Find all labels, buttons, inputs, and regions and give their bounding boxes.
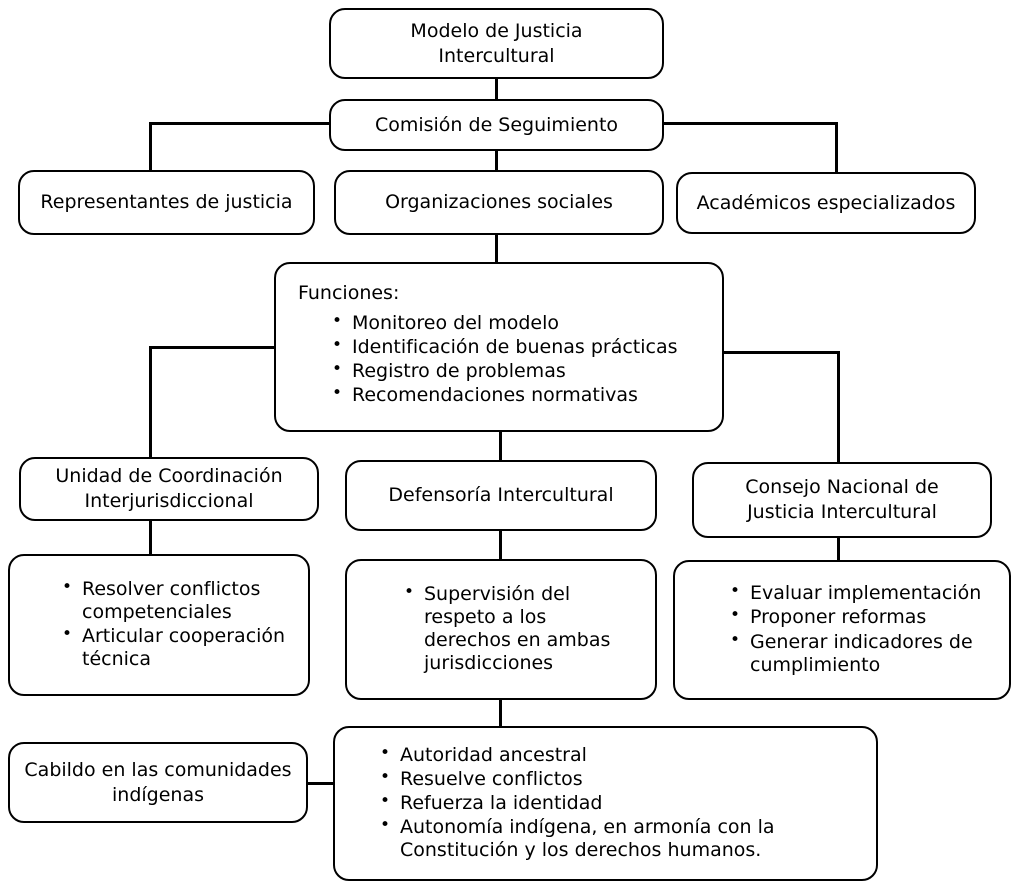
connector-comision-bus-right <box>662 122 838 125</box>
unidad-funciones-list: Resolver conflictos competenciales Artic… <box>62 577 292 673</box>
node-unidad-de-coordinacion-interjurisdiccional[interactable]: Unidad de Coordinación Interjurisdiccion… <box>19 457 319 521</box>
cabildo-funciones-list: Autoridad ancestral Resuelve conflictos … <box>380 743 852 864</box>
node-funciones[interactable]: Funciones: Monitoreo del modelo Identifi… <box>274 262 724 432</box>
consejo-funciones-list: Evaluar implementación Proponer reformas… <box>730 581 993 678</box>
connector-unidad-to-unidad-funciones <box>149 521 152 554</box>
connector-funciones-to-defensoria <box>499 432 502 460</box>
node-defensoria-funciones[interactable]: Supervisión del respeto a los derechos e… <box>345 559 657 700</box>
connector-funciones-to-consejo <box>837 351 840 462</box>
list-item: Supervisión del respeto a los derechos e… <box>404 582 627 676</box>
list-item: Articular cooperación técnica <box>62 624 292 671</box>
list-item: Proponer reformas <box>730 605 993 629</box>
node-comision-de-seguimiento[interactable]: Comisión de Seguimiento <box>329 99 664 151</box>
connector-comision-to-organizaciones <box>495 150 498 172</box>
list-item: Recomendaciones normativas <box>332 383 722 407</box>
node-consejo-funciones[interactable]: Evaluar implementación Proponer reformas… <box>673 560 1011 700</box>
node-academicos-especializados[interactable]: Académicos especializados <box>676 172 976 234</box>
list-item: Resolver conflictos competenciales <box>62 577 292 624</box>
connector-funciones-to-unidad <box>149 346 152 457</box>
connector-cabildo-to-cabildo-funciones <box>306 782 339 785</box>
node-label: Modelo de Justicia Intercultural <box>410 19 583 67</box>
defensoria-funciones-list: Supervisión del respeto a los derechos e… <box>404 582 627 677</box>
connector-organizaciones-to-funciones <box>495 235 498 263</box>
node-representantes-de-justicia[interactable]: Representantes de justicia <box>18 170 315 235</box>
connector-defensoria-to-defensoria-funciones <box>499 531 502 559</box>
connector-comision-bus-left <box>150 122 332 125</box>
list-item: Identificación de buenas prácticas <box>332 335 722 359</box>
list-item: Evaluar implementación <box>730 581 993 605</box>
node-cabildo-funciones[interactable]: Autoridad ancestral Resuelve conflictos … <box>333 726 878 881</box>
funciones-list: Monitoreo del modelo Identificación de b… <box>332 311 722 409</box>
funciones-heading: Funciones: <box>298 282 400 304</box>
list-item: Monitoreo del modelo <box>332 311 722 335</box>
connector-funciones-bus-left <box>150 346 282 349</box>
node-label: Organizaciones sociales <box>385 191 613 214</box>
connector-root-to-comision <box>495 79 498 102</box>
list-item: Registro de problemas <box>332 359 722 383</box>
node-label: Cabildo en las comunidades indígenas <box>24 758 292 806</box>
connector-funciones-bus-right <box>722 351 840 354</box>
node-defensoria-intercultural[interactable]: Defensoría Intercultural <box>345 460 657 531</box>
node-cabildo-comunidades-indigenas[interactable]: Cabildo en las comunidades indígenas <box>8 742 308 823</box>
connector-comision-to-representantes <box>149 122 152 172</box>
connector-consejo-to-consejo-funciones <box>837 538 840 560</box>
list-item: Autonomía indígena, en armonía con la Co… <box>380 815 852 862</box>
connector-comision-to-academicos <box>835 122 838 172</box>
list-item: Generar indicadores de cumplimiento <box>730 629 993 677</box>
node-modelo-justicia-intercultural[interactable]: Modelo de Justicia Intercultural <box>329 8 664 79</box>
node-consejo-nacional-de-justicia-intercultural[interactable]: Consejo Nacional de Justicia Intercultur… <box>692 462 992 538</box>
list-item: Resuelve conflictos <box>380 767 852 791</box>
node-unidad-funciones[interactable]: Resolver conflictos competenciales Artic… <box>8 554 310 696</box>
node-label: Unidad de Coordinación Interjurisdiccion… <box>55 465 283 512</box>
node-label: Defensoría Intercultural <box>388 484 614 507</box>
node-label: Consejo Nacional de Justicia Intercultur… <box>745 476 939 523</box>
node-label: Académicos especializados <box>696 191 956 214</box>
node-label: Representantes de justicia <box>40 191 293 214</box>
list-item: Autoridad ancestral <box>380 743 852 767</box>
node-label: Comisión de Seguimiento <box>374 113 619 136</box>
list-item: Refuerza la identidad <box>380 791 852 815</box>
node-organizaciones-sociales[interactable]: Organizaciones sociales <box>334 170 664 235</box>
connector-defensoria-funciones-to-cabildo-funciones <box>499 700 502 727</box>
